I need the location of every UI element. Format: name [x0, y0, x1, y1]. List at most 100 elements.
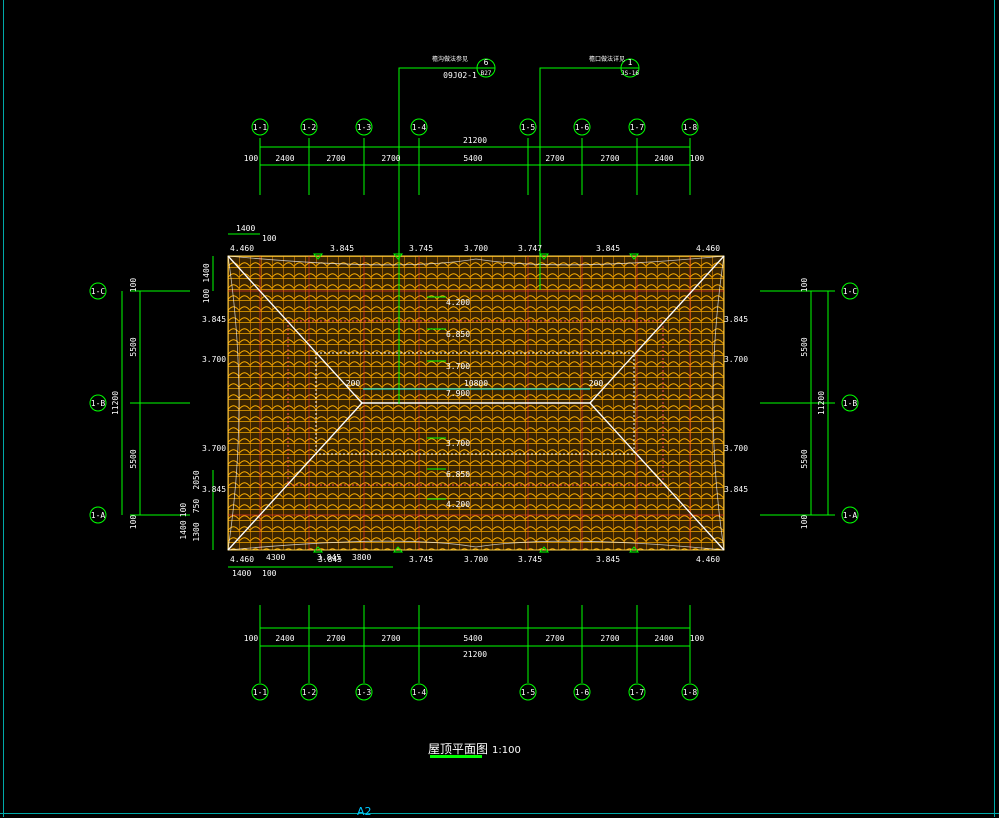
axis-bubble — [89, 282, 107, 300]
elevation-triangles — [312, 253, 640, 553]
elevation-text: 3.845 — [318, 555, 342, 564]
bottom-dimension-text: 100 2400 2700 2700 5400 2700 2700 2400 1… — [244, 634, 705, 659]
axis-bubble — [841, 394, 859, 412]
dimension-text: 5400 — [463, 634, 482, 643]
axis-bubble — [410, 683, 428, 701]
elevation-text: 3.845 — [724, 315, 748, 324]
axis-bubble — [841, 506, 859, 524]
axis-label: 1-2 — [302, 688, 317, 697]
axis-labels-top: 1-1 1-2 1-3 1-4 1-5 1-6 1-7 1-8 — [253, 123, 698, 132]
axis-bubble — [628, 683, 646, 701]
dimension-text: 10800 — [464, 379, 488, 388]
dimension-text: 2700 — [326, 154, 345, 163]
dimension-text: 200 — [589, 379, 604, 388]
elevation-text: 4.460 — [230, 244, 254, 253]
sheet-label: A2 — [357, 805, 372, 818]
slope-text: 6.850 — [446, 330, 470, 339]
dimension-text: 1400 — [202, 263, 211, 282]
elevation-text: 3.700 — [464, 244, 488, 253]
elevation-text: 3.745 — [409, 244, 433, 253]
callout-text: 檐口做法详见 — [589, 55, 625, 63]
rafter-lines — [228, 256, 724, 550]
ridge-dimension-text: 200 10800 200 — [346, 379, 604, 388]
dimension-text: 100 — [262, 569, 277, 578]
elevation-text: 3.700 — [464, 555, 488, 564]
dimension-text: 5500 — [800, 449, 809, 468]
dimension-text: 1300 — [192, 522, 201, 541]
axis-bubble — [573, 118, 591, 136]
elevation-text: 4.460 — [696, 244, 720, 253]
dimension-text: 5500 — [800, 337, 809, 356]
axis-label: 1-C — [91, 287, 106, 296]
dimension-text: 100 — [800, 515, 809, 530]
sheet-frame-bottom — [0, 813, 999, 817]
dimension-text: 2400 — [275, 634, 294, 643]
axis-bubble — [410, 118, 428, 136]
elevation-text: 3.845 — [596, 555, 620, 564]
axis-label: 1-7 — [630, 123, 645, 132]
dimension-text: 100 — [800, 278, 809, 293]
left-dimension-text: 11200 100 5500 5500 100 1400 100 2050 75… — [111, 263, 211, 541]
elevation-markers-sides: 3.845 3.700 3.700 3.845 3.845 3.700 3.70… — [202, 315, 748, 494]
elevation-text: 3.700 — [724, 444, 748, 453]
dimension-text: 200 — [346, 379, 361, 388]
axis-bubble — [355, 118, 373, 136]
axis-bubble — [681, 683, 699, 701]
overall-dimension: 21200 — [463, 136, 487, 145]
dimension-text: 4300 — [266, 553, 285, 562]
slope-text: 3.700 — [446, 439, 470, 448]
axis-label: 1-5 — [521, 688, 536, 697]
dimension-text: 100 — [262, 234, 277, 243]
dimension-text: 1400 — [232, 569, 251, 578]
axis-labels-sides: 1-C 1-B 1-A 1-C 1-B 1-A — [91, 287, 858, 520]
eave-arcs — [227, 255, 725, 551]
dimension-text: 100 — [244, 154, 259, 163]
axis-bubble — [300, 118, 318, 136]
dimension-text: 5400 — [463, 154, 482, 163]
dimension-text: 2700 — [326, 634, 345, 643]
dimension-text: 2050 — [192, 470, 201, 489]
axis-bubbles-top — [251, 118, 699, 136]
dimension-text: 2700 — [545, 634, 564, 643]
slope-text: 7.900 — [446, 389, 470, 398]
dimension-text: 100 — [244, 634, 259, 643]
axis-label: 1-C — [843, 287, 858, 296]
elevation-markers-bottom: 4.460 3.845 3.745 3.700 3.745 3.845 4.46… — [230, 555, 720, 564]
axis-label: 1-5 — [521, 123, 536, 132]
dimension-text: 100 — [129, 515, 138, 530]
axis-bubble — [573, 683, 591, 701]
dimension-text: 100 — [129, 278, 138, 293]
dimension-text: 2700 — [381, 154, 400, 163]
dimension-text: 2700 — [600, 154, 619, 163]
dimension-text: 2700 — [600, 634, 619, 643]
elevation-text: 4.460 — [696, 555, 720, 564]
overall-dimension: 11200 — [111, 391, 120, 415]
elevation-text: 3.845 — [330, 244, 354, 253]
dimension-text: 1400 — [179, 520, 188, 539]
dimension-text: 3.845 — [317, 553, 341, 562]
elevation-text: 3.747 — [518, 244, 542, 253]
callout-text: 檐沟做法参见 — [432, 55, 468, 63]
axis-label: 1-6 — [575, 123, 590, 132]
elevation-text: 3.745 — [409, 555, 433, 564]
elevation-text: 3.700 — [202, 444, 226, 453]
elevation-text: 3.700 — [724, 355, 748, 364]
elevation-text: 3.845 — [724, 485, 748, 494]
dimension-text: 100 — [690, 154, 705, 163]
axis-bubble — [89, 394, 107, 412]
elevation-markers-top: 4.460 3.845 3.745 3.700 3.747 3.845 4.46… — [230, 244, 720, 253]
callout-ref: 09J02-1 — [443, 71, 477, 80]
axis-label: 1-8 — [683, 688, 698, 697]
dimension-lines — [121, 146, 835, 647]
dimension-text: 2700 — [381, 634, 400, 643]
elevation-text: 4.460 — [230, 555, 254, 564]
axis-bubble — [681, 118, 699, 136]
axis-bubble — [355, 683, 373, 701]
axis-label: 1-3 — [357, 123, 372, 132]
sheet-frame-left — [0, 0, 4, 817]
slope-labels: 4.200 6.850 3.700 7.900 3.700 6.850 4.20… — [446, 298, 470, 509]
gutter-rectangles — [287, 320, 664, 486]
right-dimension-text: 11200 100 5500 5500 100 — [800, 278, 826, 530]
roof-surface — [227, 255, 725, 551]
